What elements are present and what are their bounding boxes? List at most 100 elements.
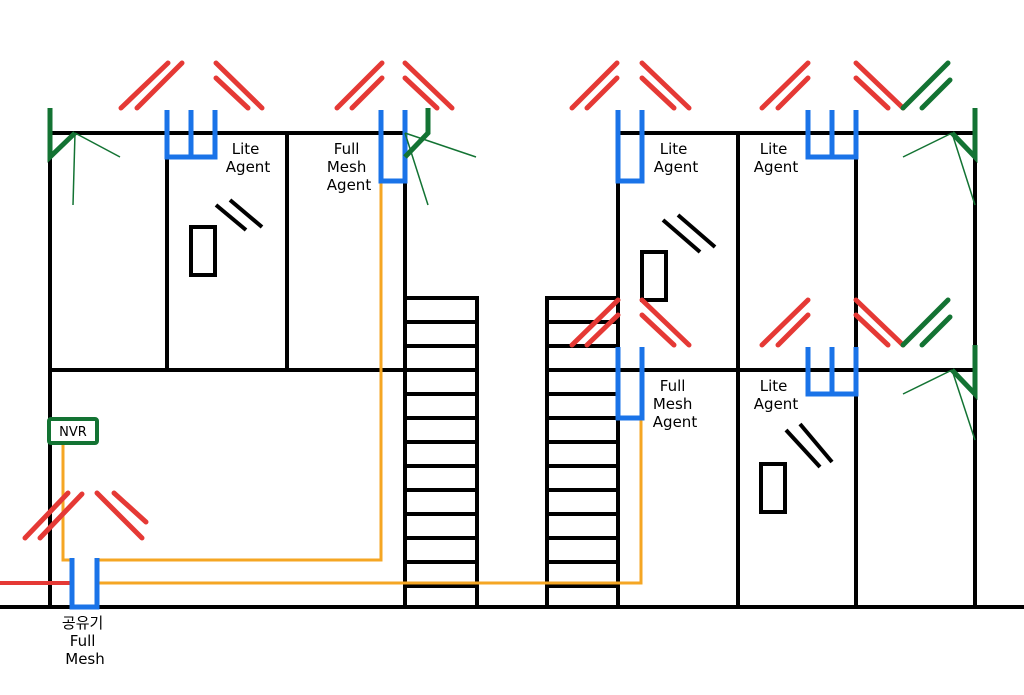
label-line: Agent <box>226 158 271 176</box>
wifi-signal-icon <box>213 75 251 111</box>
router-label-line: Full <box>70 632 96 650</box>
right-lite-agent-2-label: Lite Agent <box>754 140 799 176</box>
door-icon <box>640 213 717 302</box>
wifi-signal-icon <box>919 77 953 111</box>
wifi-signal-icon <box>37 491 85 541</box>
label-line: Agent <box>653 413 698 431</box>
wifi-signal-icon <box>853 60 906 111</box>
label-line: Full <box>660 377 686 395</box>
camera-top-right <box>902 108 978 206</box>
wifi-signal-icon <box>94 490 145 541</box>
left-lite-agent-label: Lite Agent <box>226 140 271 176</box>
camera-left-full-mesh <box>403 108 477 206</box>
wifi-signal-icon <box>118 60 171 111</box>
wifi-signal-icon <box>349 75 385 111</box>
wifi-signal-icon <box>759 297 811 348</box>
wifi-signal-icon <box>569 60 620 111</box>
wifi-signal-icon <box>569 297 621 348</box>
camera-view-ray <box>902 132 953 158</box>
camera-view-ray <box>74 132 121 158</box>
label-line: Agent <box>327 176 372 194</box>
doors <box>189 198 834 514</box>
wifi-signal-icon <box>759 60 811 111</box>
router-wifi <box>22 490 149 541</box>
wifi-signal-icon <box>853 312 891 348</box>
right-lite-agent-2-device <box>805 110 859 160</box>
wifi-signal-icon <box>900 60 951 111</box>
label-line: Lite <box>660 140 688 158</box>
cameras <box>47 60 978 441</box>
camera-view-ray <box>951 369 976 441</box>
right-full-mesh-agent-device <box>615 347 645 421</box>
door-icon <box>759 422 834 514</box>
wifi-signal-icon <box>334 60 385 111</box>
right-lite-agent-1-label: Lite Agent <box>654 140 699 176</box>
wifi-signal-icon <box>639 75 677 111</box>
label-line: Lite <box>232 140 260 158</box>
wifi-signal-icon <box>213 60 265 111</box>
wifi-signal-icon <box>639 312 677 348</box>
staircase-right <box>545 296 620 609</box>
wifi-signal-icon <box>584 75 620 111</box>
ethernet-cables <box>61 181 643 585</box>
label-line: Lite <box>760 140 788 158</box>
wifi-signal-icon <box>402 75 440 111</box>
wifi-signal-icon <box>775 75 811 111</box>
wifi-signal-icon <box>919 314 953 348</box>
cctv-camera-icon <box>950 345 978 401</box>
right-lite-agent-3-device <box>805 347 859 397</box>
left-full-mesh-agent-label: Full Mesh Agent <box>327 140 372 194</box>
label-line: Agent <box>754 158 799 176</box>
router-label-line: 공유기 <box>62 614 103 632</box>
camera-view-ray <box>72 132 76 206</box>
label-line: Mesh <box>653 395 693 413</box>
camera-wifi <box>900 60 953 348</box>
left-full-mesh-agent-wifi <box>334 60 455 111</box>
staircase-left <box>403 296 479 609</box>
camera-view-ray <box>951 132 976 206</box>
label-line: Mesh <box>327 158 367 176</box>
stair-frame <box>403 296 479 609</box>
left-lite-agent-wifi <box>118 60 265 111</box>
stair-frame <box>545 296 620 609</box>
label-line: Full <box>334 140 360 158</box>
label-line: Agent <box>754 395 799 413</box>
cctv-camera-icon <box>47 108 77 163</box>
wifi-signal-icon <box>853 297 906 348</box>
wifi-signal-icon <box>134 60 185 111</box>
label-line: Agent <box>654 158 699 176</box>
wifi-signal-icon <box>900 297 951 348</box>
right-lite-agent-1-wifi <box>569 60 692 111</box>
building-walls <box>0 131 1024 609</box>
right-full-mesh-agent-wifi <box>569 297 692 348</box>
door-icon <box>189 198 264 277</box>
right-lite-agent-3-label: Lite Agent <box>754 377 799 413</box>
wifi-signal-icon <box>853 75 891 111</box>
nvr-label: NVR <box>59 425 87 440</box>
wifi-signal-icon <box>639 60 692 111</box>
cctv-camera-icon <box>403 108 431 159</box>
camera-view-ray <box>404 132 477 158</box>
wifi-signal-icon <box>584 312 621 348</box>
camera-right-middle <box>902 345 978 441</box>
wifi-signals <box>22 60 906 541</box>
wifi-signal-icon <box>111 490 149 525</box>
wifi-signal-icon <box>402 60 455 111</box>
right-lite-agent-1-device <box>615 110 645 184</box>
right-lite-agent-2-wifi <box>759 60 906 111</box>
left-full-mesh-agent-device <box>378 110 408 184</box>
cctv-camera-icon <box>950 108 978 164</box>
right-lite-agent-3-wifi <box>759 297 906 348</box>
right-full-mesh-agent-label: Full Mesh Agent <box>653 377 698 431</box>
camera-top-left <box>47 108 121 206</box>
router-label: 공유기 Full Mesh <box>62 614 108 668</box>
nvr-box: NVR <box>47 417 99 445</box>
camera-view-ray <box>404 132 429 206</box>
router-device <box>69 558 100 610</box>
wifi-signal-icon <box>639 297 692 348</box>
camera-view-ray <box>902 369 953 395</box>
wifi-signal-icon <box>775 312 811 348</box>
left-lite-agent-device <box>164 110 218 160</box>
mesh-devices <box>69 110 859 610</box>
